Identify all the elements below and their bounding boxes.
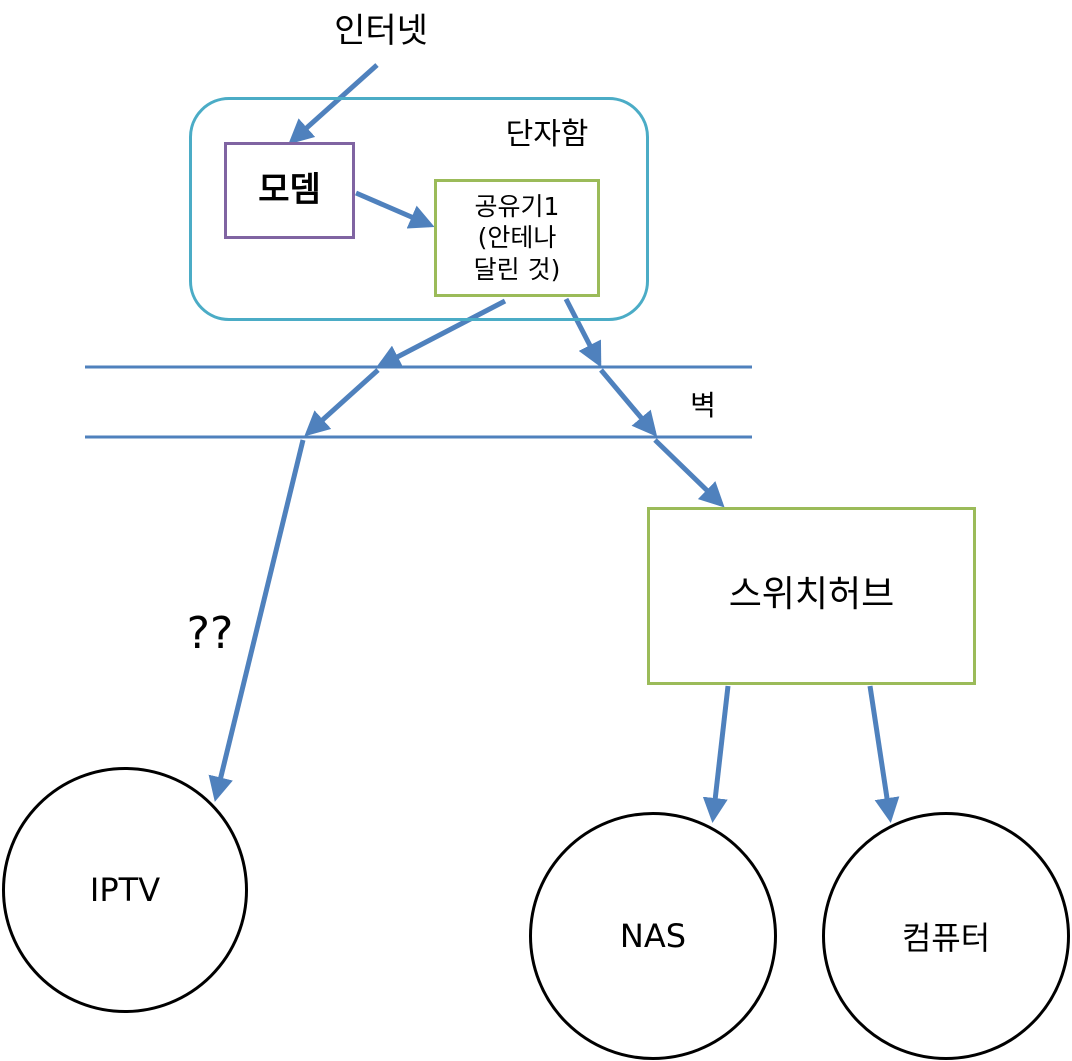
- router-label-line1: 공유기1: [474, 192, 560, 222]
- nas-node: NAS: [529, 812, 777, 1060]
- cabinet-box: [189, 97, 649, 321]
- wall-label: 벽: [690, 389, 716, 422]
- router-box: [434, 179, 600, 297]
- iptv-label: IPTV: [89, 871, 161, 909]
- computer-label: 컴퓨터: [901, 919, 991, 957]
- router-label: 공유기1 (안테나 달린 것): [434, 179, 600, 297]
- modem-box: [224, 142, 355, 239]
- arrow-to-switch-hub: [653, 438, 725, 508]
- switch-hub-label: 스위치허브: [728, 574, 895, 615]
- arrow-router-to-wall-right: [563, 297, 602, 368]
- router-label-line2: (안테나: [477, 223, 557, 253]
- arrow-wall-left-crossing: [304, 368, 380, 437]
- unknown-connection-label: ??: [186, 608, 234, 659]
- arrow-wall-right-crossing: [599, 368, 658, 437]
- arrow-to-iptv: [208, 439, 306, 802]
- switch-hub-box: [647, 507, 976, 685]
- modem-label: 모뎀: [258, 170, 321, 210]
- arrow-hub-to-computer: [867, 685, 900, 823]
- arrow-internet-to-modem: [288, 63, 379, 145]
- arrow-hub-to-nas: [702, 685, 731, 823]
- arrow-modem-to-router: [355, 190, 435, 229]
- iptv-node: IPTV: [2, 767, 248, 1013]
- cabinet-label: 단자함: [505, 117, 589, 152]
- nas-label: NAS: [619, 917, 687, 955]
- computer-node: 컴퓨터: [822, 812, 1070, 1060]
- arrow-router-to-wall-left: [375, 298, 507, 369]
- internet-label: 인터넷: [334, 11, 428, 51]
- router-label-line3: 달린 것): [473, 254, 561, 284]
